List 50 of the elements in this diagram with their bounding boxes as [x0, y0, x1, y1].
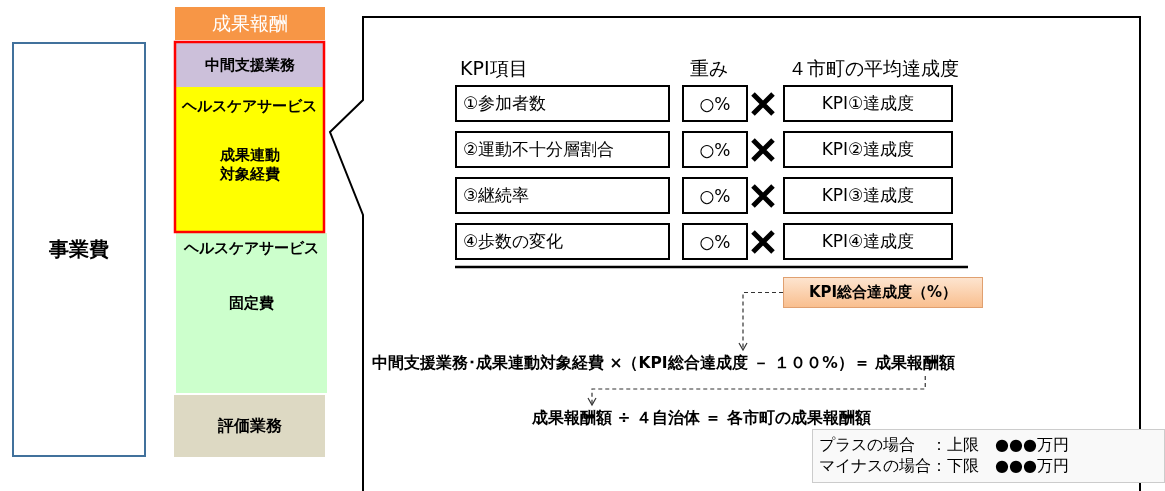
box-label: ○%: [699, 139, 731, 160]
box-label: ④歩数の変化: [463, 230, 564, 253]
reward-block: [175, 7, 325, 40]
kpi-item-box: [455, 85, 670, 122]
block-label: 成果連動対象経費: [218, 146, 281, 184]
note-line: マイナスの場合：下限 ●●●万円: [819, 456, 1069, 477]
kpi-item-box: [455, 131, 670, 168]
support-block: [176, 43, 323, 87]
limit-note-box: [812, 429, 1165, 483]
arrow: [587, 375, 926, 406]
box-label: KPI④達成度: [821, 230, 915, 253]
kpi-item-box: [455, 223, 670, 260]
block-label: 中間支援業務: [204, 55, 295, 75]
linked-cost-block: [176, 87, 323, 231]
box-label: KPI①達成度: [821, 92, 915, 115]
weight-box: [682, 223, 748, 260]
formula-text: 中間支援業務･成果連動対象経費 ×（KPI総合達成度 － １００%）＝ 成果報酬額: [372, 352, 956, 374]
weight-box: [682, 85, 748, 122]
box-label: ○%: [699, 185, 731, 206]
box-label: KPI総合達成度（%）: [808, 283, 958, 302]
weight-box: [682, 177, 748, 214]
box-label: ○%: [699, 231, 731, 252]
block-label: 成果報酬: [212, 10, 288, 36]
column-header: 重み: [690, 56, 728, 81]
kpi-total-box: [783, 277, 983, 308]
column-header: ４市町の平均達成度: [788, 56, 959, 81]
achievement-box: [783, 177, 953, 214]
box-label: ①参加者数: [463, 92, 547, 115]
block-label: 固定費: [229, 294, 274, 313]
box-label: KPI②達成度: [821, 138, 915, 161]
note-line: プラスの場合 ：上限 ●●●万円: [819, 435, 1069, 456]
fixed-cost-block: [176, 233, 327, 393]
weight-box: [682, 131, 748, 168]
cost-block: [12, 42, 146, 457]
block-label: 事業費: [49, 236, 109, 263]
block-heading: ヘルスケアサービス: [184, 239, 319, 258]
evaluation-block: [174, 395, 325, 457]
box-label: ②運動不十分層割合: [463, 138, 615, 161]
column-header: KPI項目: [460, 56, 528, 81]
box-label: KPI③達成度: [821, 184, 915, 207]
arrow: [738, 291, 784, 351]
block-label: 評価業務: [217, 415, 282, 437]
block-heading: ヘルスケアサービス: [182, 97, 317, 116]
achievement-box: [783, 223, 953, 260]
achievement-box: [783, 85, 953, 122]
achievement-box: [783, 131, 953, 168]
box-label: ○%: [699, 93, 731, 114]
formula-text: 成果報酬額 ÷ ４自治体 ＝ 各市町の成果報酬額: [532, 407, 871, 429]
kpi-item-box: [455, 177, 670, 214]
box-label: ③継続率: [463, 184, 530, 207]
